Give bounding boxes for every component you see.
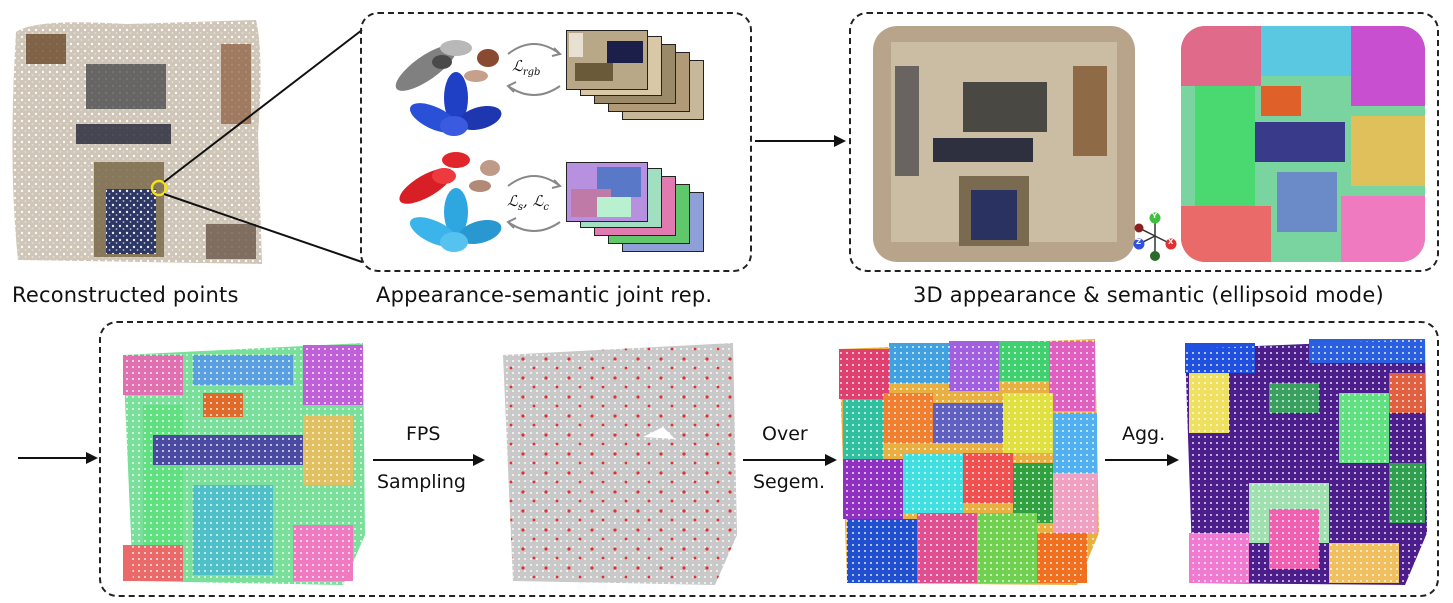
axis-label-y: Y [1152, 212, 1158, 220]
aggregated-segmentation [1179, 333, 1431, 589]
caption-joint-rep: Appearance-semantic joint rep. [376, 283, 713, 307]
step-fps-line1: FPS [406, 423, 441, 445]
axis-label-x: X [1168, 238, 1174, 246]
semantic-image-stack [566, 162, 706, 258]
sem-loss-sub-1: s [517, 202, 523, 213]
step-fps-line2: Sampling [377, 471, 466, 493]
arrow-agg [1105, 454, 1179, 466]
fps-sampled-cloud [493, 335, 743, 589]
sem-loss-sep: , [522, 192, 533, 210]
joint-rep-panel: ℒrgb ℒs, ℒc [360, 12, 752, 272]
segmentation-pipeline-panel: FPS Sampling Over Segem. [99, 321, 1439, 597]
step-over-line1: Over [762, 423, 808, 445]
caption-appearance-semantic: 3D appearance & semantic (ellipsoid mode… [913, 283, 1384, 307]
arrow-fps [373, 454, 485, 466]
axis-label-z: Z [1136, 238, 1142, 246]
rgb-ellipsoids [395, 40, 502, 136]
semantic-ellipsoids [399, 152, 502, 252]
semantic-point-cloud [113, 335, 371, 589]
reconstructed-point-cloud [6, 14, 268, 266]
arrow-over-seg [743, 454, 837, 466]
rgb-image-stack [566, 30, 706, 126]
semantic-render [1181, 26, 1425, 262]
semantic-loss-arrows [506, 175, 562, 232]
appearance-semantic-panel: Y X Z [849, 12, 1439, 272]
rgb-loss-sub: rgb [522, 67, 541, 78]
semantic-loss-label: ℒs, ℒc [507, 192, 549, 213]
rgb-loss-arrows [506, 43, 562, 96]
sem-loss-main-1: ℒ [507, 192, 518, 210]
rgb-loss-main: ℒ [512, 57, 523, 75]
appearance-render [873, 26, 1135, 262]
step-agg: Agg. [1122, 423, 1166, 445]
step-over-line2: Segem. [753, 471, 826, 493]
sem-loss-sub-2: c [543, 202, 549, 213]
over-segmented-cloud [833, 333, 1105, 589]
caption-reconstructed-points: Reconstructed points [12, 283, 239, 307]
rgb-loss-label: ℒrgb [512, 57, 540, 78]
sem-loss-main-2: ℒ [532, 192, 544, 210]
axis-gizmo [1133, 212, 1177, 261]
